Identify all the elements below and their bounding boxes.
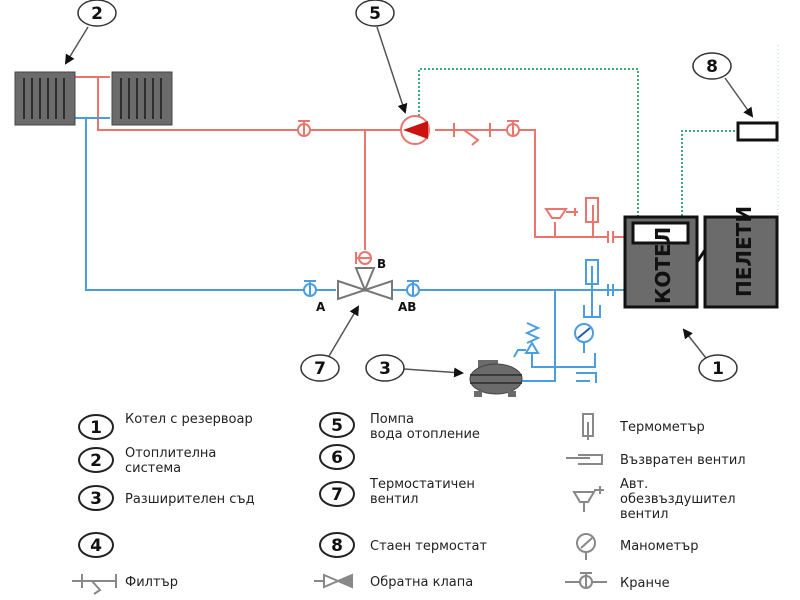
legend-item-5: 5 Помпа вода отопление [319, 412, 480, 442]
return-valve-expansion [576, 372, 597, 383]
svg-text:4: 4 [90, 536, 102, 556]
legend-label: Обратна клапа [370, 575, 473, 590]
legend-symbol-check-valve: Обратна клапа [314, 573, 473, 590]
boiler-label: КОТЕЛ [651, 227, 675, 304]
boiler [623, 215, 699, 309]
return-valve-boiler [583, 284, 614, 318]
valve-port-a: A [316, 300, 326, 314]
pellet-hopper [703, 215, 779, 309]
legend-item-1: 1 Котел с резервоар [78, 412, 253, 440]
valve-port-b: B [377, 257, 386, 271]
legend-label: Помпа [370, 412, 414, 427]
room-thermostat [736, 121, 779, 142]
return-pipes [74, 117, 626, 382]
callout-8: 8 [692, 52, 754, 118]
legend-symbol-tap: Кранче [565, 572, 670, 591]
legend: 1 Котел с резервоар 2 Отоплителна систем… [72, 412, 746, 595]
svg-text:5: 5 [369, 4, 381, 24]
supply-vent-branch [554, 222, 594, 237]
air-vent-icon [572, 486, 604, 512]
filter-icon [72, 574, 117, 595]
legend-label: вода отопление [370, 427, 480, 442]
pellets-label: ПЕЛЕТИ [732, 206, 756, 297]
three-way-valve [337, 267, 393, 301]
svg-text:3: 3 [379, 359, 391, 379]
legend-symbol-filter: Филтър [72, 574, 178, 595]
legend-label: Манометър [620, 539, 698, 554]
svg-text:1: 1 [712, 359, 724, 379]
manometer [574, 323, 594, 353]
legend-label: Стаен термостат [370, 539, 488, 554]
pump-control-wire [418, 68, 639, 216]
svg-text:1: 1 [90, 418, 102, 438]
safety-branch [531, 353, 596, 368]
svg-text:6: 6 [331, 448, 343, 468]
expansion-riser [522, 290, 556, 382]
thermometer-return [585, 259, 599, 285]
svg-text:2: 2 [90, 451, 102, 471]
legend-symbol-return-valve: Възвратен вентил [566, 453, 746, 468]
legend-label: вентил [370, 492, 419, 507]
tap-pump-line [506, 120, 520, 137]
check-valve-icon [314, 573, 353, 589]
svg-text:2: 2 [91, 4, 103, 24]
legend-label: вентил [620, 507, 669, 522]
callout-1: 1 [682, 328, 738, 382]
legend-label: Авт. [620, 477, 648, 492]
legend-label: система [125, 461, 181, 476]
thermostat-wire [681, 130, 738, 216]
callout-3: 3 [365, 354, 464, 382]
svg-text:5: 5 [331, 416, 343, 436]
svg-text:8: 8 [331, 536, 343, 556]
legend-label: Термометър [619, 420, 705, 435]
legend-item-8: 8 Стаен термостат [319, 532, 488, 558]
valve-port-ab: AB [398, 300, 416, 314]
legend-label: Котел с резервоар [125, 412, 253, 427]
legend-symbol-air-vent: Авт. обезвъздушител вентил [572, 477, 736, 522]
legend-label: Кранче [620, 576, 670, 591]
legend-item-2: 2 Отоплителна система [78, 446, 216, 476]
legend-label: Отоплителна [125, 446, 216, 461]
legend-label: Възвратен вентил [620, 453, 746, 468]
legend-item-6: 6 [319, 444, 355, 470]
radiator-right [111, 71, 173, 126]
tap-port-b [355, 251, 372, 265]
thermometer-supply [585, 197, 599, 223]
legend-label: Термостатичен [369, 477, 475, 492]
tap-port-a [303, 280, 317, 297]
svg-text:7: 7 [331, 485, 343, 505]
callout-5: 5 [355, 0, 408, 114]
legend-label: обезвъздушител [620, 492, 736, 507]
legend-item-4: 4 [78, 532, 114, 558]
legend-label: Разширителен съд [125, 492, 255, 507]
callout-7: 7 [300, 305, 360, 382]
svg-text:7: 7 [314, 359, 326, 379]
svg-text:8: 8 [706, 57, 718, 77]
safety-valve [513, 322, 541, 358]
legend-item-7: 7 Термостатичен вентил [319, 477, 475, 507]
legend-label: Филтър [125, 575, 178, 590]
callout-2: 2 [64, 0, 117, 65]
legend-symbol-manometer: Манометър [576, 533, 698, 560]
circulation-pump [400, 115, 430, 145]
tap-supply [297, 120, 311, 137]
tap-icon [565, 572, 607, 589]
flange-supply [607, 231, 626, 243]
supply-pipes [74, 76, 608, 250]
air-vent-supply [544, 208, 578, 219]
return-valve-icon [566, 454, 603, 465]
return-radiator [74, 117, 336, 291]
tap-port-ab [406, 280, 420, 297]
legend-item-3: 3 Разширителен съд [78, 485, 255, 511]
radiator-left [14, 71, 76, 126]
legend-symbol-thermometer: Термометър [582, 413, 705, 440]
expansion-tank [469, 360, 523, 397]
supply-to-pump [435, 129, 608, 238]
manometer-icon [576, 533, 596, 560]
svg-text:3: 3 [90, 489, 102, 509]
thermometer-icon [582, 413, 594, 440]
pump-line-fittings [453, 123, 491, 146]
